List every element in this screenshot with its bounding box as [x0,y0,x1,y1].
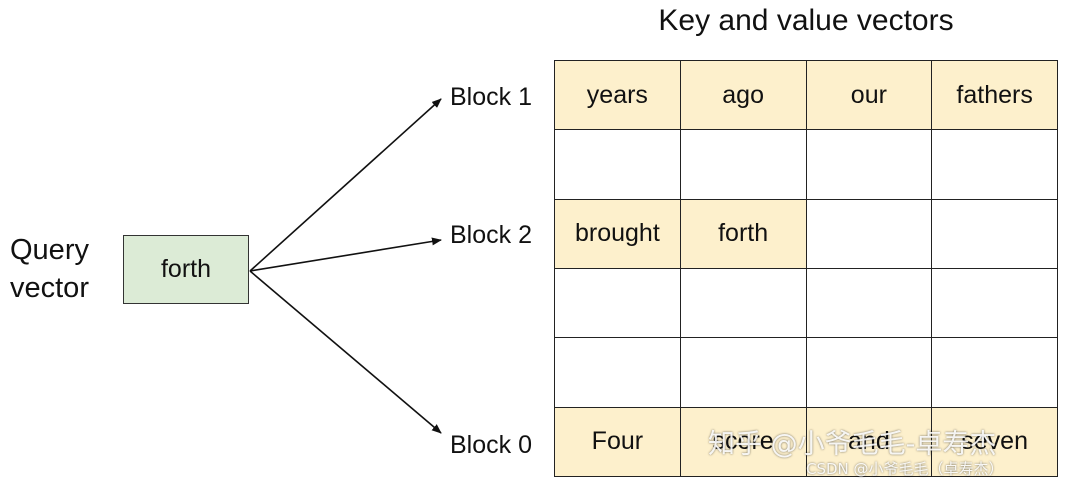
kv-cell: brought [555,199,681,269]
arrow-to-block1 [249,98,442,272]
kv-cell: Four [555,407,681,477]
kv-cell: our [806,61,933,131]
query-vector-label: Query vector [10,231,89,307]
arrow-to-block0 [249,270,442,434]
kv-cell [806,199,933,269]
kv-cell: seven [932,407,1058,477]
kv-cell [932,269,1058,339]
kv-cell: fathers [932,61,1058,131]
block-1-label: Block 1 [450,83,532,111]
block-0-label: Block 0 [450,431,532,459]
query-label-line1: Query [10,234,89,266]
kv-cell: score [680,407,807,477]
kv-cell [680,269,807,339]
kv-cell [680,130,807,200]
grid-title: Key and value vectors [658,4,954,37]
kv-cell: years [555,61,681,131]
kv-cell: ago [680,61,807,131]
kv-cell [680,338,807,408]
query-label-line2: vector [10,272,89,304]
kv-cell [555,130,681,200]
kv-cell [932,338,1058,408]
key-value-grid: years ago our fathers brought forth Four… [554,60,1058,477]
kv-cell [932,199,1058,269]
arrow-to-block2 [249,237,442,272]
kv-cell [555,338,681,408]
kv-cell [806,130,933,200]
kv-cell: forth [680,199,807,269]
kv-cell [932,130,1058,200]
kv-cell [555,269,681,339]
block-2-label: Block 2 [450,221,532,249]
kv-cell: and [806,407,933,477]
query-vector-box: forth [123,235,249,304]
kv-cell [806,269,933,339]
kv-cell [806,338,933,408]
